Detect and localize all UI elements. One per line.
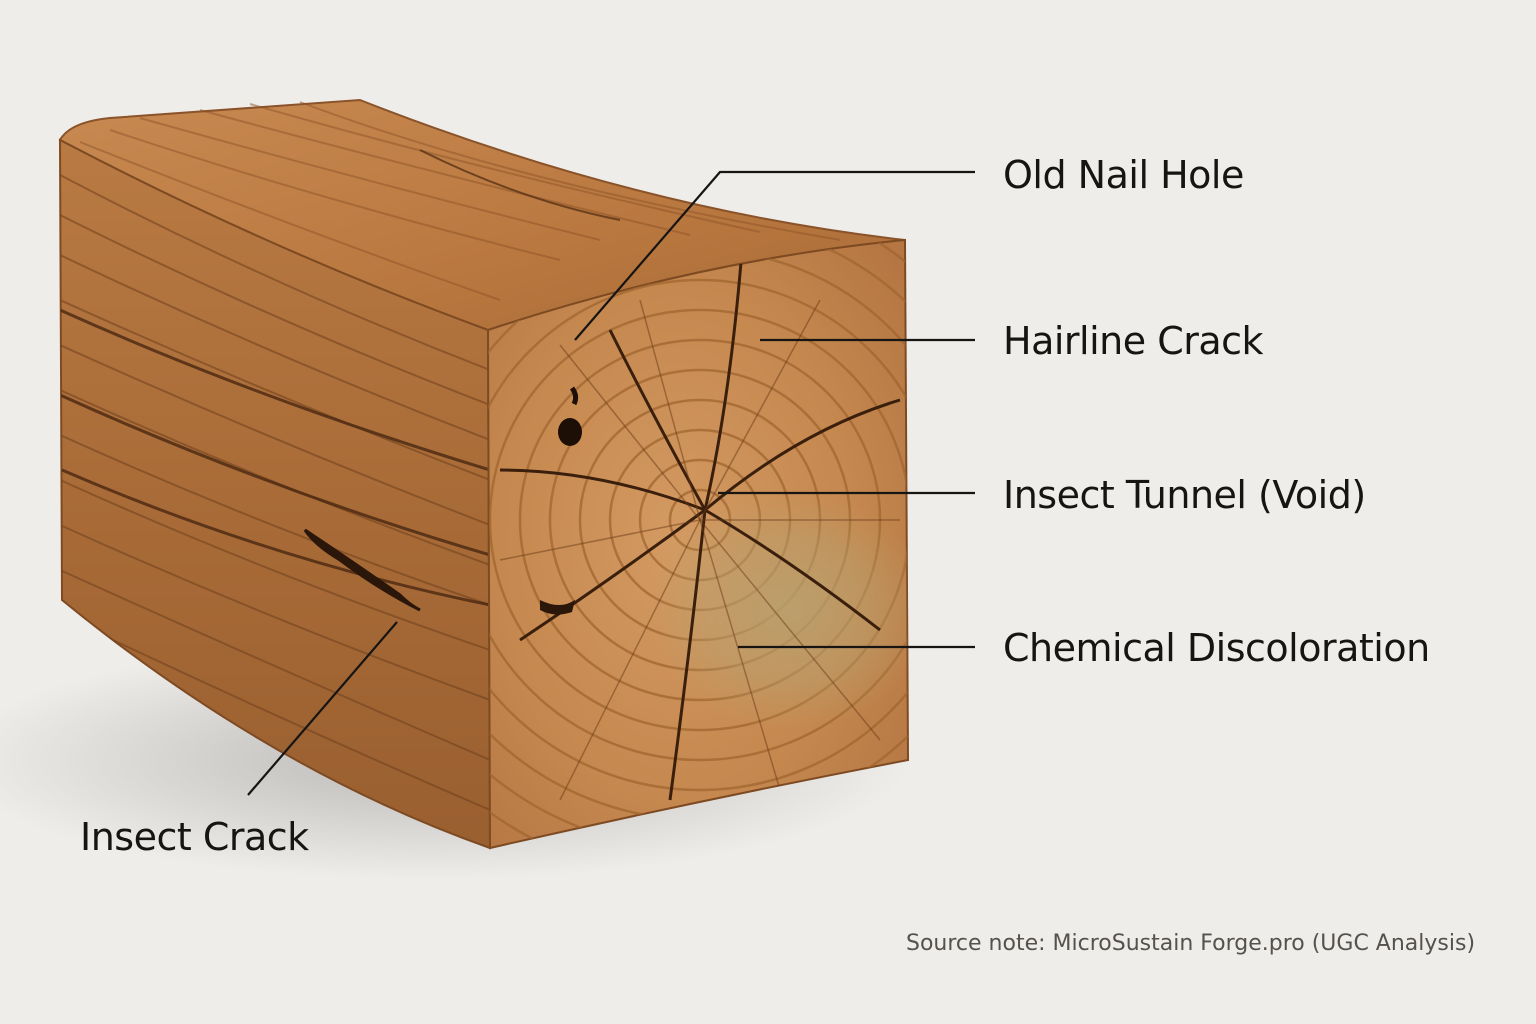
insect-tunnel-void (540, 600, 575, 615)
top-grain (79, 101, 841, 301)
leader-insect-crack (247, 621, 398, 796)
side-grain (60, 174, 490, 811)
radial-cracks (499, 249, 901, 801)
leader-nail-hole (574, 170, 975, 341)
label-hairline-crack: Hairline Crack (1003, 319, 1264, 363)
leader-lines (247, 170, 975, 796)
chemical-stain (650, 490, 908, 730)
nail-hole (558, 418, 582, 446)
insect-crack-gouge (303, 528, 421, 612)
label-old-nail-hole: Old Nail Hole (1003, 153, 1244, 197)
label-chemical-discoloration: Chemical Discoloration (1003, 626, 1430, 670)
label-insect-crack: Insect Crack (80, 815, 309, 859)
label-insect-tunnel: Insect Tunnel (Void) (1003, 473, 1366, 517)
source-note: Source note: MicroSustain Forge.pro (UGC… (906, 931, 1476, 956)
